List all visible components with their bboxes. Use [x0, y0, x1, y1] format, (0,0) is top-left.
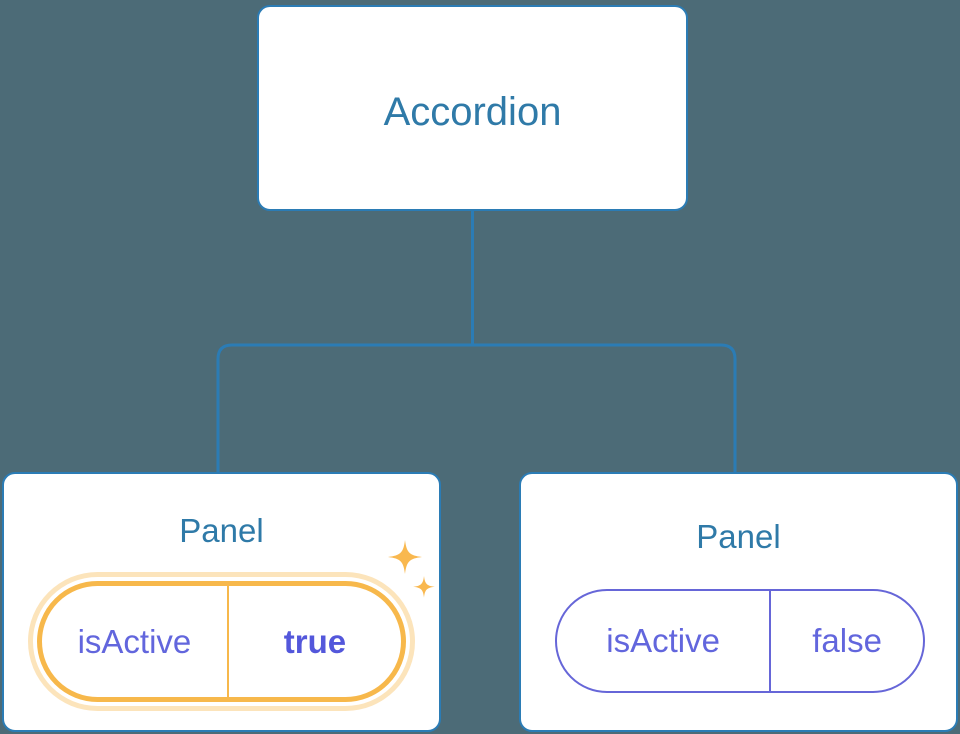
prop-pill-inner: isActive true: [37, 581, 406, 702]
node-panel-left-title: Panel: [179, 512, 264, 549]
connector-branch-right: [472, 343, 737, 472]
node-accordion-title: Accordion: [383, 90, 562, 134]
prop-pill-isactive-false[interactable]: isActive false: [555, 589, 925, 693]
prop-value-label: true: [226, 586, 401, 697]
prop-value-label: false: [769, 591, 923, 691]
node-panel-right-title: Panel: [696, 518, 781, 555]
connector-branch-left: [216, 343, 473, 472]
prop-key-label: isActive: [77, 622, 192, 660]
node-accordion[interactable]: Accordion: [257, 5, 688, 211]
prop-pill-isactive-true[interactable]: isActive true: [28, 572, 415, 711]
prop-key-label: isActive: [606, 622, 720, 659]
